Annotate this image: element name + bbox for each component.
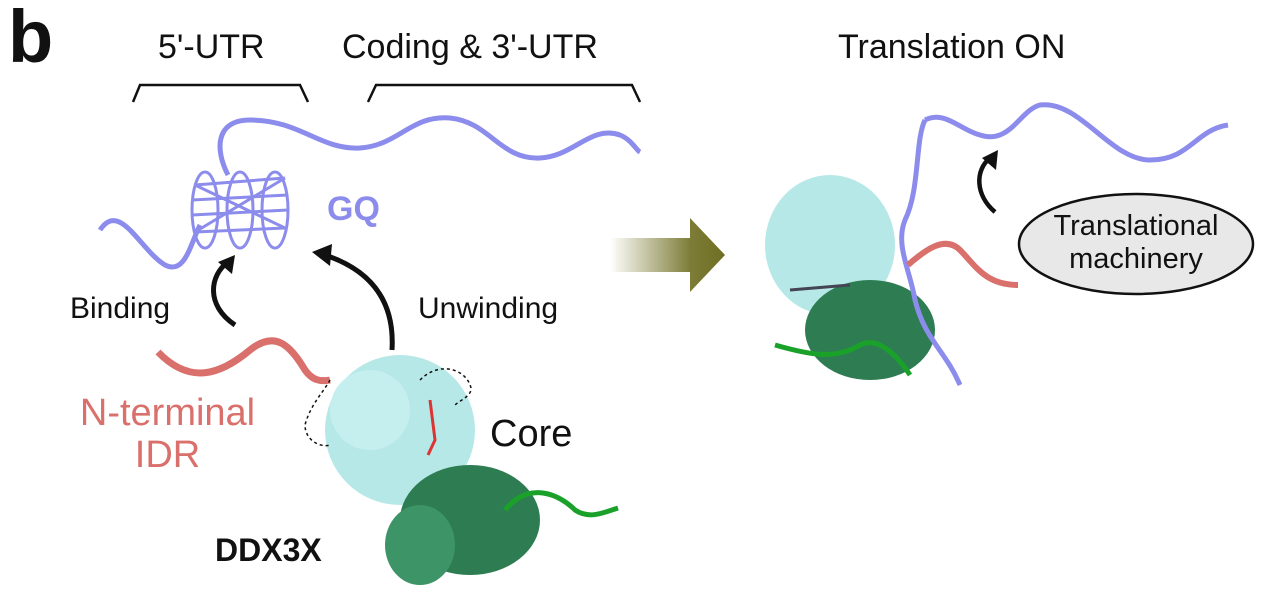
g-quadruplex-icon	[190, 170, 290, 250]
gq-label: GQ	[327, 190, 380, 228]
n-terminal-idr-label: N-terminal IDR	[55, 392, 280, 476]
mrna-strand	[217, 115, 642, 177]
transition-arrow	[610, 218, 725, 292]
ddx3x-bound-structure	[765, 175, 935, 380]
binding-label: Binding	[70, 292, 171, 325]
utr5-bracket	[131, 83, 310, 103]
unwinding-arrow	[324, 252, 395, 351]
idr-right	[906, 240, 1019, 288]
unwinding-label: Unwinding	[418, 292, 559, 325]
machinery-line2: machinery	[1069, 243, 1203, 275]
binding-arrow	[211, 259, 237, 328]
mrna-5prime-tail	[97, 218, 203, 270]
panel-label: b	[8, 0, 54, 78]
utr5-label: 5'-UTR	[158, 28, 265, 66]
machinery-line1: Translational	[1053, 210, 1219, 242]
mrna-strand-right	[899, 118, 963, 386]
coding-bracket	[366, 83, 642, 103]
coding-utr3-label: Coding & 3'-UTR	[342, 28, 598, 66]
translational-machinery-label: Translational machinery	[1019, 210, 1253, 276]
idr-label-line1: N-terminal	[79, 392, 256, 434]
idr-label-line2: IDR	[134, 434, 201, 476]
translational-machinery	[1017, 192, 1255, 296]
ddx3x-label: DDX3X	[215, 532, 322, 568]
n-terminal-idr	[155, 337, 331, 385]
ddx3x-core-structure	[304, 355, 619, 585]
recruit-arrow	[977, 156, 997, 214]
core-label: Core	[490, 413, 573, 455]
translation-on-title: Translation ON	[838, 28, 1066, 66]
